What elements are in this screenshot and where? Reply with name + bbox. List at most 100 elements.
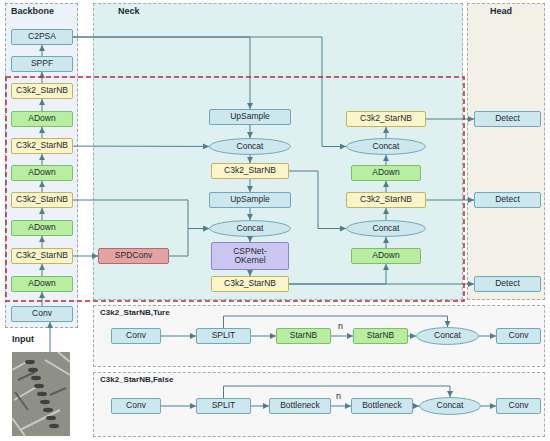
panel-heading: Head — [490, 6, 512, 16]
ellipse-shape — [210, 139, 291, 155]
process-box: C3k2_StarNB — [211, 163, 289, 179]
process-box: ADown — [11, 165, 73, 181]
input-photo — [12, 352, 70, 436]
process-box: UpSample — [209, 109, 291, 125]
node-label: StarNB — [290, 331, 317, 340]
node-label: SPLIT — [212, 401, 236, 410]
group-panel: BackboneC2PSASPPFC3k2_StarNBADownC3k2_St… — [5, 3, 78, 328]
process-box: UpSample — [209, 192, 291, 208]
node-label: C3k2_StarNB — [16, 86, 68, 95]
node-label: Bottleneck — [280, 401, 320, 410]
process-box: SPLIT — [196, 398, 251, 414]
group-panel: NeckUpSampleConcatC3k2_StarNBUpSampleCon… — [93, 3, 463, 300]
group-panel: C3k2_StarNB,TureConv SPLIT StarNB StarNB Con… — [93, 305, 545, 367]
panel-heading: C3k2_StarNB,Ture — [100, 308, 170, 317]
node-label: Concat — [437, 401, 464, 410]
process-box: C3k2_StarNB — [11, 192, 73, 208]
node-label: Conv — [509, 401, 529, 410]
node-label: UpSample — [230, 112, 270, 121]
node-label: SPLIT — [212, 331, 236, 340]
ellipse-shape — [420, 398, 481, 415]
node-label: Concat — [434, 331, 461, 340]
node-label: Conv — [126, 401, 146, 410]
ellipse-shape — [347, 221, 426, 237]
node-label: ADown — [28, 114, 55, 123]
node-label: C3k2_StarNB — [224, 279, 276, 288]
repeat-count: n — [338, 321, 343, 331]
panel-heading: C3k2_StarNB,False — [100, 375, 173, 384]
process-box: ADown — [11, 276, 73, 292]
process-box: Conv — [11, 306, 73, 322]
process-box: C2PSA — [11, 29, 73, 45]
node-label: ADown — [28, 279, 55, 288]
concat-ellipse: Concat — [419, 397, 481, 415]
process-box: Detect — [474, 192, 541, 208]
process-box: C3k2_StarNB — [11, 83, 73, 99]
insulator-string — [25, 360, 59, 428]
process-box: C3k2_StarNB — [346, 111, 426, 127]
node-label: ADown — [372, 251, 399, 260]
node-label: Concat — [373, 142, 400, 151]
process-box: ADown — [11, 111, 73, 127]
process-box: C3k2_StarNB — [11, 248, 73, 264]
ellipse-shape — [417, 328, 479, 345]
process-box: SPLIT — [196, 328, 251, 344]
node-label: StarNB — [367, 331, 394, 340]
panel-heading: Backbone — [11, 6, 54, 16]
process-box: ADown — [11, 220, 73, 236]
node-label: ADown — [28, 223, 55, 232]
node-label: UpSample — [230, 195, 270, 204]
panel-heading: Neck — [118, 6, 140, 16]
ellipse-shape — [347, 139, 426, 155]
node-label: Conv — [509, 331, 529, 340]
process-box: C3k2_StarNB — [346, 192, 426, 208]
node-label: Detect — [495, 195, 520, 204]
node-label: Conv — [32, 309, 52, 318]
input-label: Input — [12, 334, 34, 344]
process-box: ADown — [351, 248, 421, 264]
node-label: SPPF — [31, 59, 53, 68]
group-panel: C3k2_StarNB,FalseConv SPLIT Bottleneck Bott… — [93, 372, 545, 437]
node-label: C3k2_StarNB — [360, 114, 412, 123]
process-box: C3k2_StarNB — [211, 276, 289, 292]
process-box: Detect — [474, 276, 541, 292]
process-box: CSPNet-OKernel — [211, 242, 289, 270]
node-label: Detect — [495, 279, 520, 288]
ellipse-shape — [210, 221, 291, 237]
node-label: CSPNet-OKernel — [226, 247, 274, 266]
node-label: Conv — [126, 331, 146, 340]
process-box: Bottleneck — [351, 398, 413, 414]
process-box: C3k2_StarNB — [11, 138, 73, 154]
photo-shadows — [15, 372, 66, 410]
node-label: ADown — [28, 168, 55, 177]
node-label: C3k2_StarNB — [360, 195, 412, 204]
node-label: Concat — [237, 224, 264, 233]
process-box: SPPF — [11, 56, 73, 72]
concat-ellipse: Concat — [209, 138, 291, 155]
node-label: C3k2_StarNB — [16, 195, 68, 204]
node-label: C3k2_StarNB — [16, 141, 68, 150]
process-box: StarNB — [353, 328, 408, 344]
process-box: StarNB — [276, 328, 331, 344]
concat-ellipse: Concat — [209, 220, 291, 237]
node-label: Detect — [495, 114, 520, 123]
process-box: Conv — [111, 328, 161, 344]
photo-background — [12, 352, 70, 436]
concat-ellipse: Concat — [346, 138, 426, 155]
process-box: Conv — [111, 398, 161, 414]
process-box: SPDConv — [98, 248, 169, 264]
node-label: Bottleneck — [362, 401, 402, 410]
process-box: Conv — [496, 398, 541, 414]
photo-branches — [12, 352, 70, 436]
node-label: C3k2_StarNB — [16, 251, 68, 260]
concat-ellipse: Concat — [416, 327, 479, 345]
node-label: Concat — [237, 142, 264, 151]
repeat-count: n — [336, 391, 341, 401]
node-label: C2PSA — [28, 32, 56, 41]
node-label: Concat — [373, 224, 400, 233]
process-box: Bottleneck — [269, 398, 331, 414]
node-label: C3k2_StarNB — [224, 166, 276, 175]
concat-ellipse: Concat — [346, 220, 426, 237]
node-label: SPDConv — [115, 251, 152, 260]
